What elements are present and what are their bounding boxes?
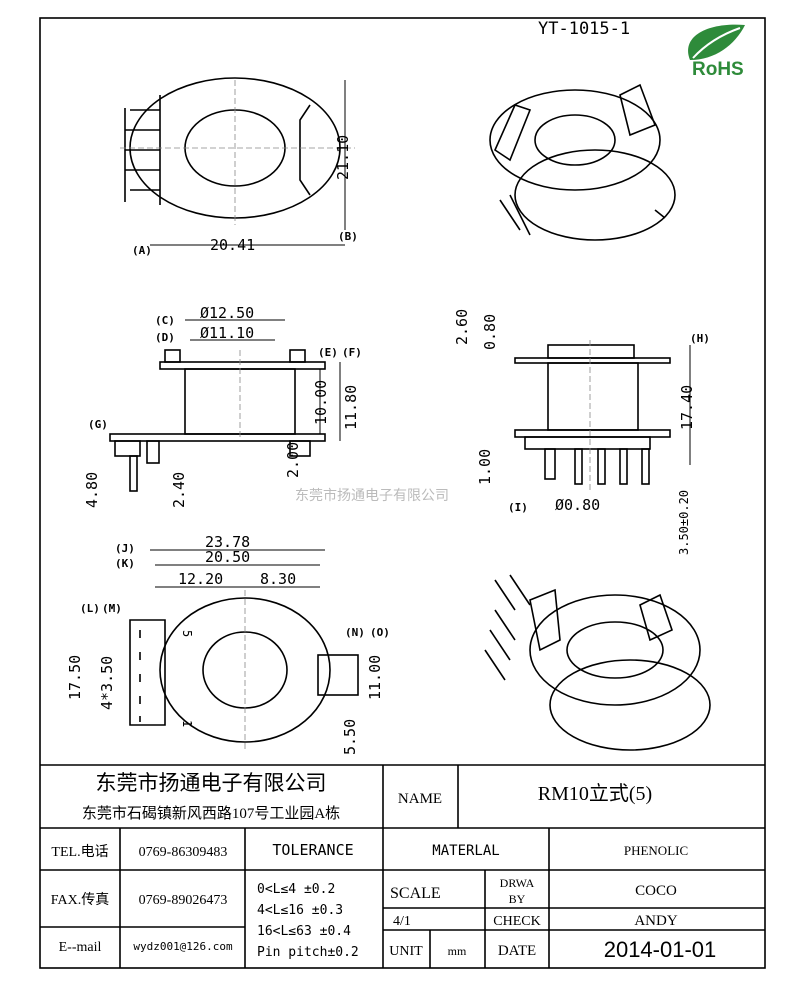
dimensions-winding-height: 10.00 — [312, 380, 330, 425]
part-name: RM10立式(5) — [538, 782, 652, 805]
company-address: 东莞市石碣镇新风西路107号工业园A栋 — [82, 804, 340, 822]
view-labels-H: (H) — [690, 332, 710, 345]
title-block-tel-value: 0769-86309483 — [139, 845, 228, 860]
dimensions-right-part: 8.30 — [260, 570, 296, 588]
title-block-scale-label: SCALE — [390, 885, 441, 902]
dimensions-tab-offset: 5.50 — [341, 719, 359, 755]
dimensions-pin-dia: Ø0.80 — [555, 496, 600, 514]
dimensions-base-height: 17.50 — [66, 655, 84, 700]
dimensions-outer-dia: Ø12.50 — [200, 304, 254, 322]
drawing-border — [39, 17, 766, 969]
drawing-number: YT-1015-1 — [538, 19, 630, 39]
title-block: 东莞市扬通电子有限公司 东莞市石碣镇新风西路107号工业园A栋 NAME RM1… — [40, 764, 765, 968]
title-block-tolerance-lines-3: Pin pitch±0.2 — [257, 945, 359, 960]
logo-text: RoHS — [692, 59, 744, 80]
view-labels-K: (K) — [115, 557, 135, 570]
title-block-drawn-by-label-1: DRWA — [500, 876, 535, 890]
dimensions-pin-5: 5 — [180, 630, 194, 637]
top-view: 20.41 21.10 (A) (B) — [120, 77, 358, 257]
title-block-tolerance-lines-1: 4<L≤16 ±0.3 — [257, 903, 343, 918]
dimensions-flange-thick: 0.80 — [481, 314, 499, 350]
dimensions-base-thick: 1.00 — [476, 449, 494, 485]
title-block-unit-value: mm — [448, 944, 467, 958]
view-labels-D: (D) — [155, 331, 175, 344]
view-labels-E: (E) — [318, 346, 338, 359]
dimensions-top-flange: 2.60 — [453, 309, 471, 345]
dimensions-total-height: 17.40 — [678, 385, 696, 430]
scale-value: 4/1 — [393, 914, 411, 929]
view-labels-O: (O) — [370, 626, 390, 639]
title-block-name-label: NAME — [398, 791, 442, 807]
view-labels-G: (G) — [88, 418, 108, 431]
title-block-fax-label: FAX.传真 — [51, 892, 109, 908]
dimensions-pin-1: 1 — [180, 720, 194, 727]
dimensions-top-width: 20.41 — [210, 236, 255, 254]
material-value: PHENOLIC — [624, 843, 688, 858]
dimensions-pin-offset: 2.40 — [170, 472, 188, 508]
title-block-email-label: E--mail — [59, 940, 102, 955]
view-labels-A: (A) — [132, 244, 152, 257]
isometric-view-bottom — [484, 574, 711, 751]
title-block-tolerance-label: TOLERANCE — [272, 841, 353, 859]
dimensions-top-height: 21.10 — [334, 135, 352, 180]
title-block-date-label: DATE — [498, 943, 536, 959]
dimensions-standoff: 2.00 — [284, 442, 302, 478]
view-labels-L: (L) — [80, 602, 100, 615]
date-value: 2014-01-01 — [604, 937, 717, 962]
title-block-tolerance-lines-2: 16<L≤63 ±0.4 — [257, 924, 351, 939]
view-labels-J: (J) — [115, 542, 135, 555]
dimensions-pin-tip: 3.50±0.20 — [677, 490, 691, 555]
dimensions-tab-height: 11.00 — [366, 655, 384, 700]
check-value: ANDY — [634, 913, 677, 929]
view-labels-F: (F) — [342, 346, 362, 359]
view-labels-B: (B) — [338, 230, 358, 243]
bottom-view: 23.78 20.50 12.20 8.30 17.50 4*3.50 11.0… — [66, 533, 390, 755]
dimensions-body-width: 20.50 — [205, 548, 250, 566]
dimensions-pin-len: 4.80 — [83, 472, 101, 508]
isometric-view-top — [489, 83, 676, 241]
title-block-check-label: CHECK — [493, 914, 540, 929]
title-block-tolerance-lines-0: 0<L≤4 ±0.2 — [257, 882, 335, 897]
drawn-by-value: COCO — [635, 883, 677, 899]
dimensions-pin-span: 4*3.50 — [98, 656, 116, 710]
title-block-tel-label: TEL.电话 — [51, 844, 108, 860]
title-block-fax-value: 0769-89026473 — [139, 893, 228, 908]
rohs-logo: RoHS — [688, 24, 745, 80]
title-block-drawn-by-label-2: BY — [509, 892, 526, 906]
view-labels-M: (M) — [102, 602, 122, 615]
title-block-unit-label: UNIT — [389, 944, 423, 959]
company-name: 东莞市扬通电子有限公司 — [96, 771, 327, 795]
dimensions-left-part: 12.20 — [178, 570, 223, 588]
front-view: Ø12.50 Ø11.10 10.00 11.80 4.80 2.40 2.00… — [83, 304, 362, 508]
dimensions-flange-height: 11.80 — [342, 385, 360, 430]
side-view: 2.60 0.80 17.40 1.00 Ø0.80 3.50±0.20 (H)… — [453, 309, 710, 555]
view-labels-I: (I) — [508, 501, 528, 514]
view-labels-N: (N) — [345, 626, 365, 639]
title-block-email-value: wydz001@126.com — [133, 940, 233, 953]
dimensions-inner-dia: Ø11.10 — [200, 324, 254, 342]
watermark: 东莞市扬通电子有限公司 — [295, 487, 449, 504]
view-labels-C: (C) — [155, 314, 175, 327]
title-block-material-label: MATERLAL — [432, 843, 499, 859]
dimensions-base-width: 23.78 — [205, 533, 250, 551]
